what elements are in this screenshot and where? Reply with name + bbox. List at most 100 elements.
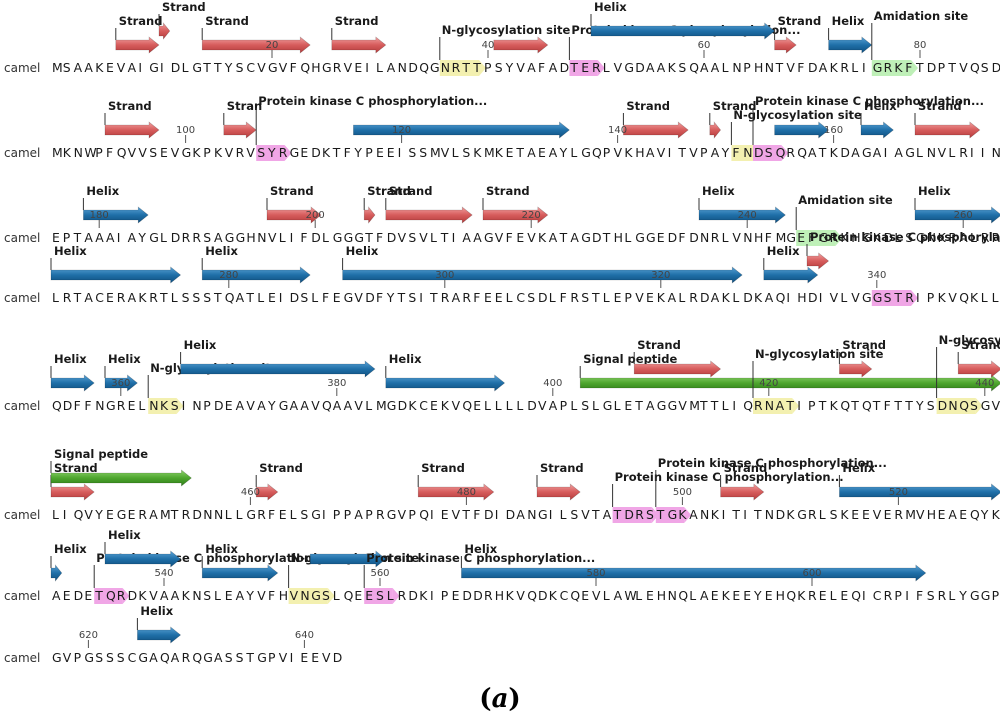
- residue: V: [171, 145, 180, 160]
- feature-amid-site: Amidation site: [871, 9, 969, 76]
- residue: R: [884, 60, 893, 75]
- residue: A: [128, 230, 137, 245]
- residue: H: [635, 145, 644, 160]
- strand-arrow: [223, 121, 257, 139]
- residue: F: [808, 230, 815, 245]
- residue: K: [63, 145, 72, 160]
- residue: N: [765, 60, 774, 75]
- residue: L: [516, 398, 523, 413]
- feature-helix: Helix: [201, 542, 279, 582]
- residue: G: [668, 507, 678, 522]
- strand-arrow: [774, 36, 797, 54]
- feature-label: Amidation site: [798, 193, 893, 207]
- feature-strand: Stran: [223, 99, 262, 139]
- residue: R: [236, 145, 245, 160]
- residue: K: [322, 145, 331, 160]
- residue: R: [570, 290, 579, 305]
- residue: F: [538, 60, 545, 75]
- residue: P: [808, 398, 816, 413]
- residue: R: [452, 60, 461, 75]
- residue: D: [408, 588, 418, 603]
- residue: H: [754, 60, 763, 75]
- residue: T: [677, 145, 686, 160]
- residue: H: [246, 230, 255, 245]
- feature-helix: Helix: [860, 99, 897, 139]
- helix-arrow: [385, 374, 506, 392]
- residue: I: [138, 60, 142, 75]
- residue: Q: [970, 507, 980, 522]
- residue: A: [765, 290, 774, 305]
- residue: E: [225, 398, 233, 413]
- feature-strand: Strand: [720, 461, 767, 501]
- residue: T: [440, 230, 449, 245]
- residue: I: [495, 507, 499, 522]
- position-number: 80: [914, 40, 927, 51]
- residue: V: [657, 145, 666, 160]
- residue: E: [128, 398, 136, 413]
- sequence-name-label: camel: [4, 589, 40, 603]
- residue: V: [873, 507, 882, 522]
- residue: S: [106, 650, 114, 665]
- residue: A: [527, 145, 536, 160]
- residue: S: [117, 650, 125, 665]
- residue: V: [322, 650, 331, 665]
- feature-label: Helix: [108, 528, 141, 542]
- site-highlight: [439, 60, 479, 76]
- residue: Y: [267, 398, 276, 413]
- residue: E: [495, 290, 503, 305]
- residue: K: [549, 588, 558, 603]
- feature-helix: Helix: [104, 352, 141, 392]
- sequence-name-label: camel: [4, 399, 40, 413]
- residue: E: [160, 145, 168, 160]
- feature-label: Helix: [767, 244, 800, 258]
- residue: P: [344, 507, 352, 522]
- residue: D: [560, 60, 570, 75]
- residue: K: [722, 290, 731, 305]
- residue: G: [581, 230, 591, 245]
- residue: N: [192, 398, 201, 413]
- residue: E: [473, 398, 481, 413]
- residue: N: [192, 588, 201, 603]
- sequence-name-label: camel: [4, 508, 40, 522]
- residue: G: [311, 588, 321, 603]
- residue: P: [408, 507, 416, 522]
- residue: L: [916, 145, 923, 160]
- residue: E: [765, 588, 773, 603]
- feature-helix: [309, 550, 387, 568]
- residue: I: [322, 507, 326, 522]
- residue: V: [516, 588, 525, 603]
- residue: A: [171, 588, 180, 603]
- site-arrow-tip: [975, 398, 983, 414]
- residue: T: [159, 290, 168, 305]
- residue: N: [398, 60, 407, 75]
- residue: Q: [959, 398, 969, 413]
- residue: E: [797, 230, 805, 245]
- residue: D: [840, 145, 850, 160]
- position-number: 260: [954, 210, 973, 221]
- feature-strand: Strand: [957, 338, 1000, 378]
- residue: R: [149, 290, 158, 305]
- figure-caption: (a): [479, 684, 520, 714]
- position-number: 40: [482, 40, 495, 51]
- position-number: 540: [154, 568, 173, 579]
- residue: D: [538, 290, 548, 305]
- position-number: 120: [392, 125, 411, 136]
- residue: A: [84, 290, 93, 305]
- feature-label: N-glycosylation site: [733, 108, 862, 122]
- residue: D: [506, 507, 516, 522]
- position-number: 180: [90, 210, 109, 221]
- residue: D: [387, 230, 397, 245]
- residue: S: [646, 507, 654, 522]
- feature-label: Helix: [205, 542, 238, 556]
- residue: Q: [527, 588, 537, 603]
- residue: Q: [300, 60, 310, 75]
- residue: A: [128, 290, 137, 305]
- feature-label: Strand: [205, 14, 249, 28]
- feature-label: Amidation site: [874, 9, 969, 23]
- residue: I: [279, 290, 283, 305]
- residue: G: [322, 60, 332, 75]
- residue: T: [699, 398, 708, 413]
- feature-label: Strand: [637, 338, 681, 352]
